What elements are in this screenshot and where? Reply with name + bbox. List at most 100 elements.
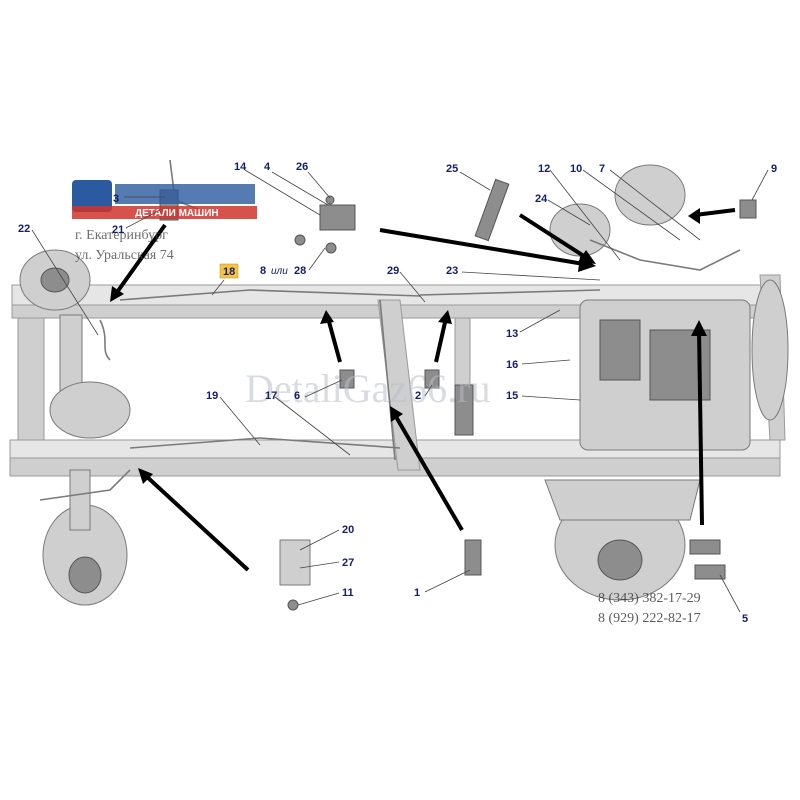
part-crossmember-bracket bbox=[454, 384, 474, 436]
callout-13: 13 bbox=[506, 328, 518, 340]
arrow-2-up bbox=[434, 317, 448, 363]
callout-14: 14 bbox=[234, 161, 247, 173]
leader-7 bbox=[609, 169, 701, 241]
callout-29: 29 bbox=[387, 265, 399, 277]
callout-10: 10 bbox=[570, 163, 582, 175]
callout-labels: 3 21 22 18 14 4 26 8 или 28 29 23 25 12 … bbox=[18, 161, 777, 625]
arrow-head-21 bbox=[110, 286, 124, 302]
callout-21: 21 bbox=[112, 224, 124, 236]
leader-15 bbox=[521, 395, 581, 401]
callout-9: 9 bbox=[771, 163, 777, 175]
leader-23 bbox=[461, 271, 601, 281]
leader-16 bbox=[521, 359, 571, 365]
part-8-fitting bbox=[294, 234, 306, 246]
callout-8-or: или bbox=[271, 266, 288, 277]
part-25-hose bbox=[474, 178, 510, 242]
logo-emblem bbox=[72, 180, 112, 212]
callout-2: 2 bbox=[415, 390, 421, 402]
cross-brake-line bbox=[379, 299, 396, 461]
arrow-head-20 bbox=[138, 468, 153, 484]
leader-20 bbox=[299, 529, 340, 551]
logo-city: г. Екатеринбург bbox=[75, 228, 168, 243]
leader-2 bbox=[424, 384, 433, 397]
callout-28: 28 bbox=[294, 265, 306, 277]
brake-master-cylinder bbox=[599, 319, 641, 381]
rear-axle-tube bbox=[69, 469, 91, 531]
site-watermark: DetaliGaz66.ru bbox=[245, 366, 490, 411]
part-1-hose bbox=[464, 539, 482, 576]
part-9-valve bbox=[739, 199, 757, 219]
part-14-tee bbox=[319, 204, 356, 231]
leader-27 bbox=[299, 561, 340, 569]
logo-brand-bar bbox=[115, 184, 255, 204]
leader-19 bbox=[219, 396, 261, 446]
callout-6: 6 bbox=[294, 390, 300, 402]
part-28-fitting bbox=[325, 242, 337, 254]
leader-5 bbox=[719, 574, 741, 613]
leader-26 bbox=[307, 171, 331, 199]
front-brake-pipes bbox=[589, 239, 741, 271]
callout-17: 17 bbox=[265, 390, 277, 402]
arrow-20-up bbox=[143, 473, 250, 572]
callout-27: 27 bbox=[342, 557, 354, 569]
leader-24 bbox=[547, 199, 591, 226]
leader-18 bbox=[211, 279, 225, 296]
callout-8: 8 bbox=[260, 265, 266, 277]
callout-23: 23 bbox=[446, 265, 458, 277]
callout-4: 4 bbox=[264, 161, 271, 173]
brake-booster bbox=[614, 164, 686, 226]
leader-22 bbox=[31, 229, 99, 336]
assembly-arrows bbox=[110, 208, 736, 572]
brake-lines bbox=[119, 289, 421, 461]
leader-10 bbox=[582, 169, 681, 241]
leader-6 bbox=[304, 379, 343, 398]
callout-11: 11 bbox=[342, 587, 354, 599]
arrow-head-5 bbox=[691, 320, 707, 336]
arrow-6-up bbox=[326, 317, 342, 363]
callout-3: 3 bbox=[113, 193, 119, 205]
callout-25: 25 bbox=[446, 163, 458, 175]
rear-axle-assembly bbox=[19, 249, 131, 606]
arrow-1-up bbox=[393, 413, 464, 532]
part-6-fitting bbox=[339, 369, 355, 389]
callout-18-badge bbox=[219, 263, 239, 279]
exploded-parts bbox=[159, 159, 757, 611]
leader-lines bbox=[31, 169, 769, 613]
main-brake-line-top bbox=[419, 289, 601, 296]
front-hub bbox=[597, 539, 643, 581]
leader-28 bbox=[308, 247, 326, 271]
shop-logo: ДЕТАЛИ МАШИН г. Екатеринбург ул. Уральск… bbox=[72, 180, 257, 263]
front-suspension-arm bbox=[544, 479, 701, 521]
callout-19: 19 bbox=[206, 390, 218, 402]
leader-17 bbox=[274, 396, 351, 456]
callout-24: 24 bbox=[535, 193, 548, 205]
rear-hub-center-near bbox=[68, 556, 102, 594]
rear-brake-pipe bbox=[39, 469, 131, 501]
differential-housing bbox=[49, 381, 131, 439]
arrow-head-9 bbox=[688, 208, 700, 224]
arrow-head-2 bbox=[438, 310, 452, 324]
leader-13 bbox=[519, 309, 561, 333]
front-wheel-far bbox=[751, 279, 789, 421]
arrow-25-to-engine bbox=[518, 213, 592, 262]
leader-1 bbox=[424, 569, 471, 593]
callout-20: 20 bbox=[342, 524, 354, 536]
callout-18: 18 bbox=[223, 266, 235, 278]
part-11-nut bbox=[287, 599, 299, 611]
part-5-fitting-b bbox=[694, 564, 726, 580]
arrow-21-down bbox=[113, 223, 167, 297]
leader-9 bbox=[751, 169, 769, 201]
part-5-fitting-a bbox=[689, 539, 721, 555]
callout-26: 26 bbox=[296, 161, 308, 173]
front-engine-assembly bbox=[419, 164, 789, 601]
part-26-bolt bbox=[325, 195, 335, 205]
rear-hub-center-far bbox=[40, 267, 70, 293]
leader-25 bbox=[459, 171, 491, 191]
arrow-14-to-engine bbox=[379, 228, 591, 267]
brake-line-near-rail bbox=[129, 437, 401, 449]
brake-line-far-rail bbox=[119, 289, 421, 301]
arrow-5-up bbox=[697, 329, 704, 526]
logo-brand-text: ДЕТАЛИ МАШИН bbox=[135, 208, 219, 219]
logo-street: ул. Уральская 74 bbox=[75, 248, 174, 263]
